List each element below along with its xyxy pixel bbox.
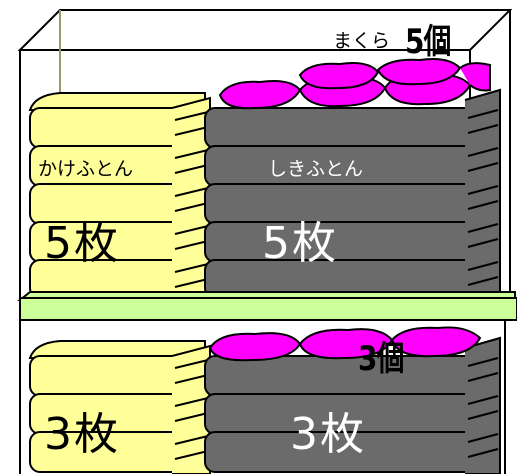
- shikibuton-count-lower: 3枚: [290, 409, 366, 460]
- shikibuton-count-upper: 5枚: [262, 218, 338, 269]
- pillow-count-lower: 3個: [358, 339, 404, 379]
- upper-shelf-board: [17, 291, 517, 321]
- pillows-lower: [208, 326, 482, 362]
- pillows-upper: [218, 58, 491, 110]
- kakebuton-label: かけふとん: [38, 158, 134, 180]
- pillow-count-upper: 5個: [405, 22, 451, 62]
- shikibuton-label: しきふとん: [268, 158, 364, 180]
- pillow-label-upper: まくら: [333, 30, 391, 52]
- shikibuton-stack-lower: [204, 336, 501, 474]
- kakebuton-stack-lower: [28, 340, 211, 474]
- kakebuton-count-lower: 3枚: [44, 409, 120, 460]
- kakebuton-stack-upper: [28, 92, 211, 299]
- kakebuton-count-upper: 5枚: [44, 218, 120, 269]
- shikibuton-stack-upper: [204, 88, 501, 299]
